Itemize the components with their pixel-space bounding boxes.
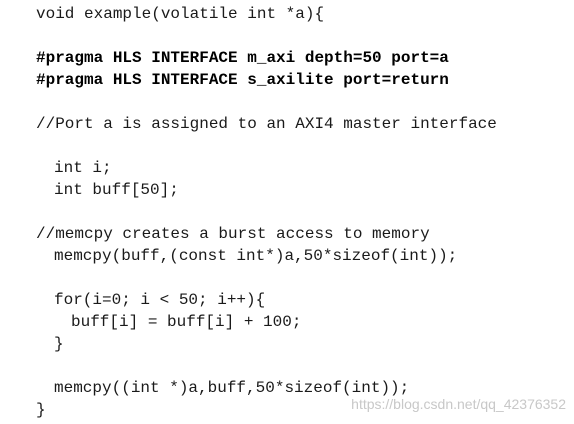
code-line-int-i: int i; [54,159,112,177]
code-line-pragma-s-axilite: #pragma HLS INTERFACE s_axilite port=ret… [36,71,449,89]
code-line-int-buff: int buff[50]; [54,181,179,199]
code-line-loop-close: } [54,335,64,353]
watermark: https://blog.csdn.net/qq_42376352 [351,396,566,412]
code-line-pragma-m-axi: #pragma HLS INTERFACE m_axi depth=50 por… [36,49,449,67]
code-line-loop-body: buff[i] = buff[i] + 100; [71,313,302,331]
code-line-function-signature: void example(volatile int *a){ [36,5,325,23]
code-line-comment-memcpy: //memcpy creates a burst access to memor… [36,225,430,243]
code-line-memcpy-write: memcpy((int *)a,buff,50*sizeof(int)); [54,379,410,397]
code-line-memcpy-read: memcpy(buff,(const int*)a,50*sizeof(int)… [54,247,458,265]
code-line-for-loop: for(i=0; i < 50; i++){ [54,291,266,309]
code-line-function-close: } [36,401,46,419]
code-line-comment-port: //Port a is assigned to an AXI4 master i… [36,115,497,133]
